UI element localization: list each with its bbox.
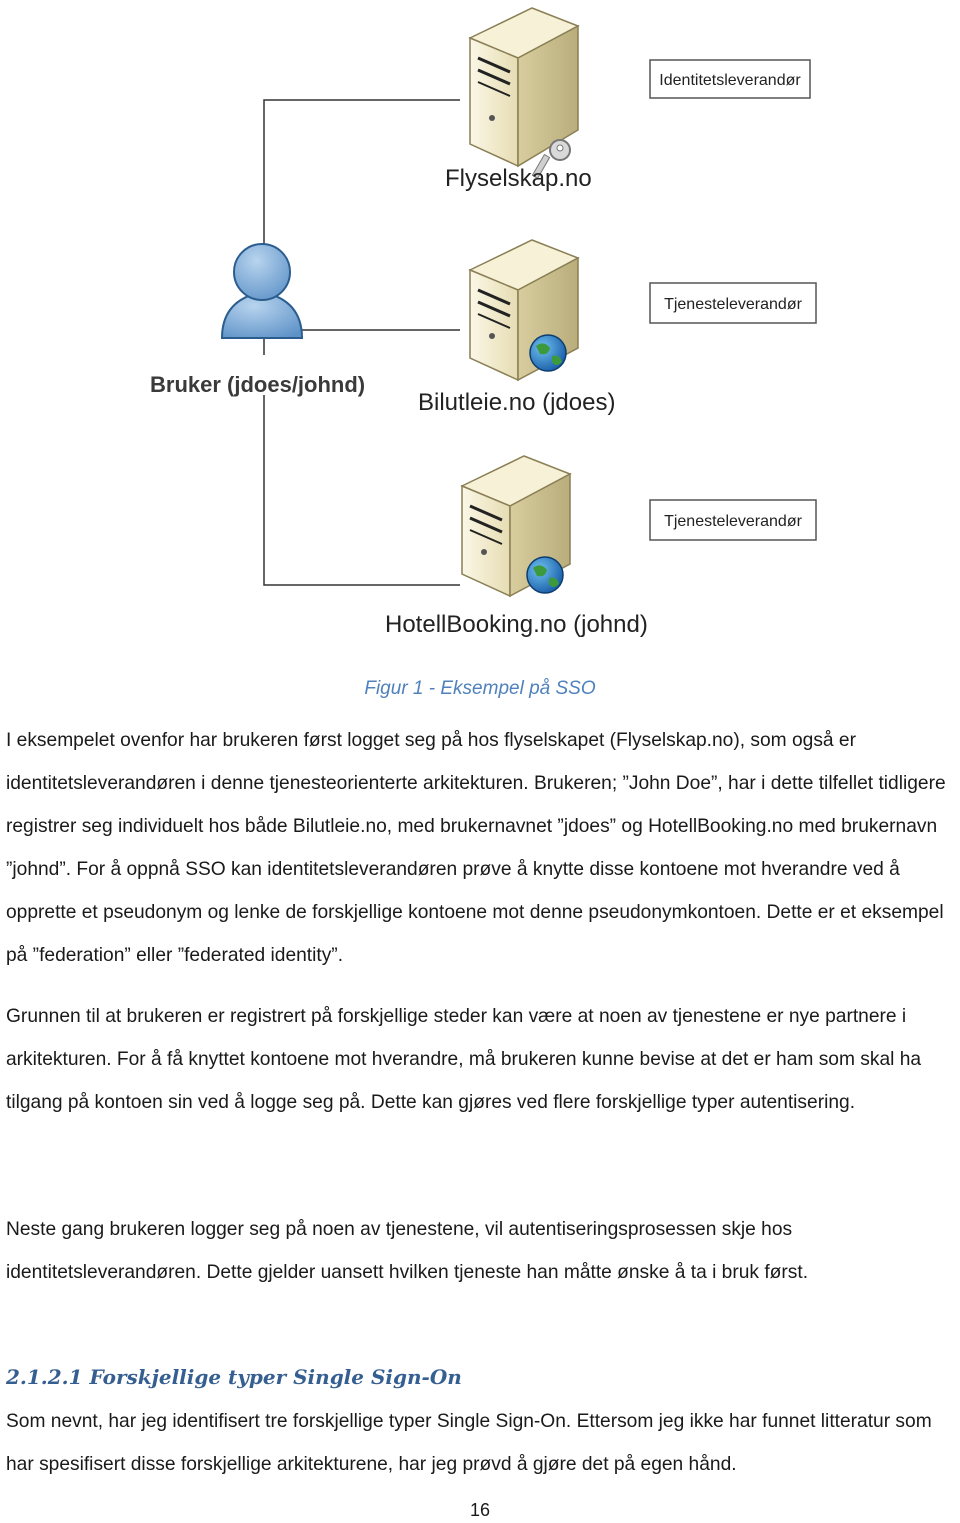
server-caption-bilutleie: Bilutleie.no (jdoes) xyxy=(418,389,615,416)
globe-icon xyxy=(526,556,564,594)
user-label: Bruker (jdoes/johnd) xyxy=(150,372,365,397)
server-icon xyxy=(468,7,580,168)
label-box-service-provider: Tjenesteleverandør xyxy=(649,282,817,324)
svg-text:Tjenesteleverandør: Tjenesteleverandør xyxy=(664,296,803,313)
sso-diagram: Bruker (jdoes/johnd) Identitetsleverandø… xyxy=(150,7,817,638)
svg-text:Tjenesteleverandør: Tjenesteleverandør xyxy=(664,513,803,530)
figure-caption: Figur 1 - Eksempel på SSO xyxy=(364,678,596,699)
server-icon xyxy=(460,455,572,598)
server-caption-flyselskap: Flyselskap.no xyxy=(445,165,592,192)
paragraph-next-login: Neste gang brukeren logger seg på noen a… xyxy=(6,1219,809,1283)
svg-text:Identitetsleverandør: Identitetsleverandør xyxy=(659,72,801,89)
connection-lines xyxy=(263,99,460,586)
user-icon xyxy=(220,243,304,339)
paragraph-reason: Grunnen til at brukeren er registrert på… xyxy=(6,1006,922,1113)
page-number: 16 xyxy=(469,1500,491,1520)
label-box-service-provider: Tjenesteleverandør xyxy=(649,499,817,541)
label-box-identity-provider: Identitetsleverandør xyxy=(649,59,811,99)
paragraph-federation: I eksempelet ovenfor har brukeren først … xyxy=(6,730,946,966)
server-caption-hotellbooking: HotellBooking.no (johnd) xyxy=(385,611,648,638)
globe-icon xyxy=(529,334,567,372)
section-heading: 2.1.2.1 Forskjellige typer Single Sign-O… xyxy=(6,1365,462,1389)
key-icon xyxy=(531,139,571,179)
paragraph-sso-types: Som nevnt, har jeg identifisert tre fors… xyxy=(6,1411,932,1475)
